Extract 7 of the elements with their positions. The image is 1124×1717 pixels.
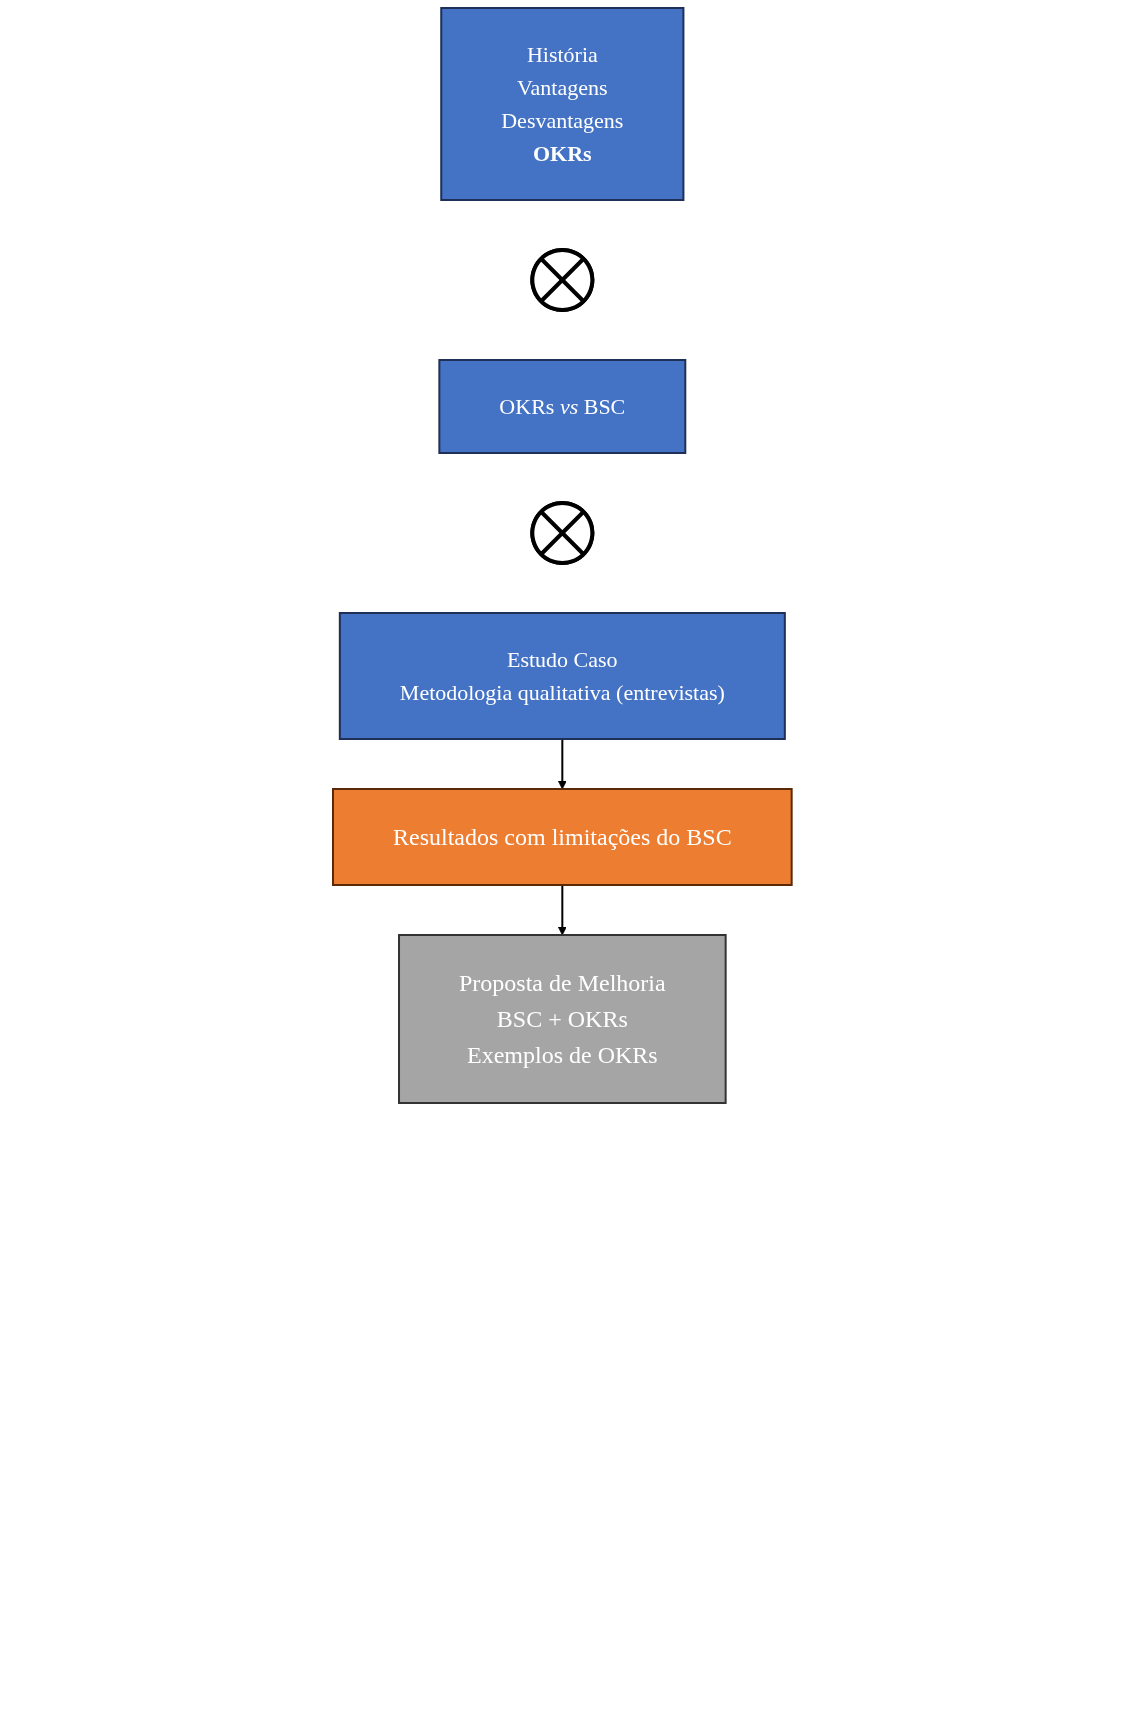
arrow bbox=[557, 738, 567, 790]
node-box: OKRs vs BSC bbox=[438, 359, 686, 454]
node-box: Resultados com limitações do BSC bbox=[331, 788, 793, 886]
arrow bbox=[557, 884, 567, 936]
node-box: Proposta de Melhoria BSC + OKRs Exemplos de OKRs bbox=[397, 934, 727, 1104]
node-box: Estudo Caso Metodologia qualitativa (entrevistas) bbox=[338, 612, 786, 740]
node-box: História Vantagens Desvantagens OKRs bbox=[439, 7, 685, 201]
